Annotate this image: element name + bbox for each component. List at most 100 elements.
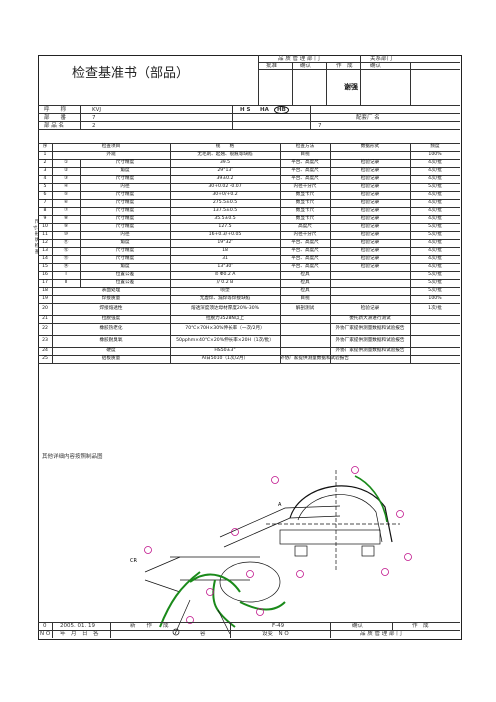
row-no: 16 — [42, 272, 48, 277]
row-mark: ④ — [63, 184, 69, 189]
row-spec: 275.5±0.5 — [212, 200, 238, 205]
row-spec: 喷塑 — [220, 288, 230, 293]
row-form: 检验记录 — [360, 256, 380, 261]
row-method: 数显卡尺 — [295, 208, 315, 213]
row-freq: 5次/批 — [428, 184, 442, 189]
row-spec: 29°13' — [217, 168, 233, 173]
row-freq: 4次/批 — [428, 192, 442, 197]
row-spec: 16+0.3/+0.05 — [208, 232, 242, 237]
row-form: 检验记录 — [360, 232, 380, 237]
row-spec: HS50±3° — [214, 348, 236, 353]
row-method: 目视 — [300, 296, 310, 301]
footer-row-confirm: 确认 — [352, 623, 364, 629]
row-spec: 137.5±0.5 — [212, 208, 238, 213]
row-method: 解剖测试 — [295, 306, 315, 311]
supplier-value: 7 — [318, 123, 322, 129]
row-item: 尺寸精度 — [115, 248, 135, 253]
row-no: 3 — [43, 168, 47, 173]
row-item: 角度 — [120, 240, 130, 245]
row-no: 11 — [42, 232, 48, 237]
part-name-label: 部 品 名 — [44, 123, 64, 129]
row-method: 外协厂家提供测量数据和试验报告 — [280, 356, 349, 361]
row-spec: 30+0/+0.2 — [212, 192, 238, 197]
row-spec: 39.5 — [219, 160, 231, 165]
row-freq: 1次/批 — [428, 306, 442, 311]
qc-dept-label: 品 质 管 理 部 门 — [278, 56, 320, 62]
row-no: 6 — [43, 192, 47, 197]
row-mark: ⑤ — [63, 192, 69, 197]
row-no: 25 — [42, 356, 48, 361]
row-freq: 4次/批 — [428, 240, 442, 245]
row-no: 17 — [42, 280, 48, 285]
make-label: 作 成 — [336, 63, 353, 69]
row-no: 13 — [42, 248, 48, 253]
row-spec: 50pphm×40℃×20%伸长率×20H（1次/批） — [176, 338, 274, 343]
row-method: 检具 — [300, 280, 310, 285]
row-form: 检验记录 — [360, 264, 380, 269]
row-method: 平台、高度尺 — [291, 240, 319, 245]
row-form: 检验记录 — [360, 216, 380, 221]
row-mark: I — [65, 272, 67, 277]
row-spec: 无虚焊、漏焊等焊接缺陷 — [199, 296, 251, 301]
row-method: 数显卡尺 — [295, 216, 315, 221]
row-spec: Al日5010（1次/2月） — [201, 356, 249, 361]
row-method: 目视 — [300, 152, 310, 157]
side-label: 尺寸、形状检查 — [33, 220, 42, 255]
row-mark: ⑦ — [63, 208, 69, 213]
row-item: 角度 — [120, 168, 130, 173]
row-spec: 39±0.2 — [216, 176, 234, 181]
row-mark: ⑪ — [63, 240, 69, 245]
footer-row-date: 2005. 01. 19 — [60, 623, 95, 629]
row-method: 高度尺 — [298, 224, 312, 229]
row-method: 平台、高度尺 — [291, 248, 319, 253]
row-freq: 4次/批 — [428, 200, 442, 205]
row-item: 尺寸精度 — [115, 208, 135, 213]
related-dept-label: 关系部门 — [370, 56, 393, 62]
row-no: 21 — [42, 316, 48, 321]
row-spec: 无毛刺、起翘、裂痕等缺陷 — [197, 152, 253, 157]
row-method: 数显卡尺 — [295, 192, 315, 197]
footer-label-content: 容 — [200, 631, 206, 637]
footer-label-dept: 品 质 管 理 部 门 — [360, 631, 402, 637]
row-item: 外观 — [106, 152, 116, 157]
row-method: 平台、高度尺 — [291, 256, 319, 261]
row-mark: ⑫ — [63, 248, 69, 253]
row-freq: 4次/批 — [428, 160, 442, 165]
row-mark: ② — [63, 168, 69, 173]
row-mark: ⑥ — [63, 200, 69, 205]
footer-label-no: N O — [40, 631, 51, 637]
row-item: 尺寸精度 — [115, 224, 135, 229]
row-no: 8 — [43, 208, 47, 213]
part-drawing: CR A — [130, 466, 412, 636]
row-method: 数显卡尺 — [295, 200, 315, 205]
table-header-3: 检查方法 — [295, 144, 315, 149]
row-freq: 4次/批 — [428, 256, 442, 261]
drawing-note: 其他详细内容按照制品图 — [42, 454, 103, 460]
mark-hs: H S — [240, 107, 251, 113]
supplier-label: 配套厂 名 — [356, 115, 380, 121]
row-no: 10 — [42, 224, 48, 229]
footer-row-make: 作 成 — [412, 623, 429, 629]
row-spec: 70℃×70H×30%伸长率（一次/2月） — [185, 326, 265, 331]
row-item: 角度 — [120, 264, 130, 269]
row-no: 1 — [43, 152, 47, 157]
row-no: 14 — [42, 256, 48, 261]
row-item: 内径 — [120, 184, 130, 189]
row-form: 检验记录 — [360, 208, 380, 213]
row-method: 平台、高度尺 — [291, 160, 319, 165]
row-freq: 100% — [428, 296, 442, 301]
row-spec: 19°32' — [217, 240, 233, 245]
part-no-label: 部 番 — [44, 115, 67, 121]
row-spec: 35.5±0.5 — [214, 216, 236, 221]
table-header-5: 频度 — [430, 144, 440, 149]
row-form: 检验记录 — [360, 240, 380, 245]
row-item: 橡胶耐臭氧 — [99, 338, 123, 343]
row-spec: 31 — [222, 256, 228, 261]
row-method: 平台、高度尺 — [291, 176, 319, 181]
row-freq: 4次/批 — [428, 216, 442, 221]
table-header-0: 序 — [42, 144, 48, 149]
model-value: KVJ — [92, 107, 101, 113]
part-no-value: 7 — [92, 115, 96, 121]
row-item: 尺寸精度 — [115, 216, 135, 221]
row-spec: 拉脱力3528N以上 — [205, 316, 245, 321]
